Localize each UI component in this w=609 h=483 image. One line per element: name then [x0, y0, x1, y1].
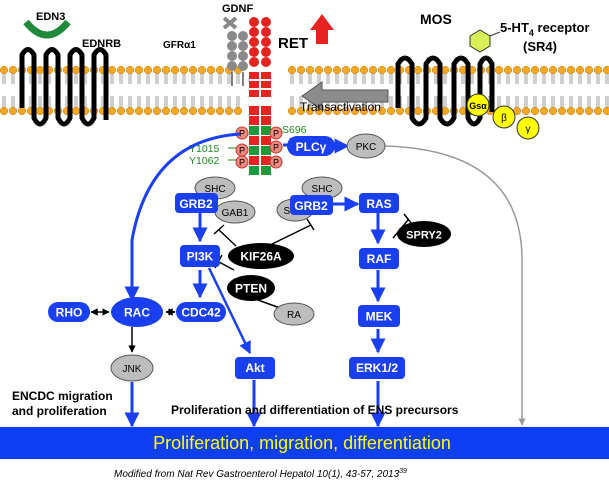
svg-text:γ: γ — [526, 124, 531, 135]
svg-text:SHC: SHC — [311, 184, 332, 195]
edn3-label: EDN3 — [36, 11, 65, 23]
up-arrow-icon — [310, 14, 334, 44]
gfra1-label: GFRα1 — [163, 40, 196, 51]
ednrb-receptor — [19, 47, 109, 127]
svg-text:GRB2: GRB2 — [294, 199, 328, 213]
node-akt: Akt — [235, 357, 275, 379]
s696-label: S696 — [282, 124, 307, 136]
svg-text:MEK: MEK — [366, 310, 393, 324]
node-erk12: ERK1/2 — [349, 357, 405, 379]
transactivation-arrow-icon — [301, 81, 389, 111]
gdnf-ligand — [222, 16, 238, 30]
receptor-sr4-label: (SR4) — [523, 39, 557, 54]
node-raf: RAF — [359, 248, 399, 269]
node-rac: RAC — [111, 297, 163, 327]
svg-text:KIF26A: KIF26A — [240, 250, 282, 264]
svg-text:ERK1/2: ERK1/2 — [356, 361, 398, 375]
g-alpha-subunit: Gsα — [466, 93, 490, 117]
node-ra: RA — [273, 302, 315, 326]
phospho-p-5: P — [235, 155, 249, 169]
node-cdc42: CDC42 — [176, 302, 226, 322]
node-gab1: GAB1 — [214, 200, 256, 224]
svg-text:P: P — [273, 143, 279, 153]
y1015-label: Y1015 — [189, 143, 220, 155]
ret-receptor — [249, 17, 271, 175]
encdc-label-line1: ENCDC migration — [12, 389, 113, 403]
g-beta-subunit: β — [492, 105, 516, 129]
svg-text:Akt: Akt — [245, 361, 264, 375]
outcome-banner — [0, 427, 609, 459]
encdc-label-line2: and proliferation — [12, 404, 107, 418]
node-mek: MEK — [358, 305, 400, 327]
node-jnk: JNK — [110, 354, 154, 382]
node-pi3k: PI3K — [180, 245, 220, 267]
svg-text:P: P — [239, 129, 245, 139]
node-kif26a: KIF26A — [228, 243, 294, 269]
svg-text:P: P — [239, 146, 245, 156]
svg-text:P: P — [273, 158, 279, 168]
node-pten: PTEN — [227, 275, 275, 301]
ret-label: RET — [278, 35, 308, 52]
gdnf-label: GDNF — [222, 3, 253, 15]
svg-text:PI3K: PI3K — [187, 250, 214, 264]
svg-text:RA: RA — [287, 310, 301, 321]
phospho-p-4: P — [269, 140, 283, 154]
svg-text:RAF: RAF — [367, 252, 392, 266]
gfra1-coreceptor — [227, 31, 248, 86]
svg-text:PTEN: PTEN — [235, 282, 267, 296]
svg-text:SPRY2: SPRY2 — [406, 230, 442, 242]
node-plcg: PLCγ — [287, 136, 335, 156]
svg-text:P: P — [273, 129, 279, 139]
phospho-p-3: P — [235, 143, 249, 157]
ens-precursors-label: Proliferation and differentiation of ENS… — [171, 403, 459, 417]
node-grb2-2: GRB2 — [290, 195, 333, 215]
svg-text:GRB2: GRB2 — [179, 197, 213, 211]
transactivation-label: Transactivation — [300, 100, 381, 114]
node-grb2-1: GRB2 — [175, 193, 218, 213]
svg-text:CDC42: CDC42 — [181, 306, 221, 320]
g-gamma-subunit: γ — [516, 116, 540, 140]
node-rho: RHO — [48, 302, 90, 322]
svg-text:GAB1: GAB1 — [222, 208, 249, 219]
y1062-label: Y1062 — [189, 155, 220, 167]
node-pkc: PKC — [346, 133, 386, 159]
svg-text:JNK: JNK — [123, 364, 142, 375]
connector-lines — [90, 132, 526, 428]
svg-text:SHC: SHC — [204, 184, 225, 195]
svg-text:RHO: RHO — [56, 306, 83, 320]
svg-text:RAC: RAC — [124, 306, 150, 320]
phospho-p-6: P — [269, 155, 283, 169]
edn3-ligand — [23, 19, 71, 39]
outcome-banner-text: Proliferation, migration, differentiatio… — [153, 433, 451, 453]
svg-text:PLCγ: PLCγ — [296, 140, 327, 154]
svg-text:β: β — [501, 113, 507, 124]
ednrb-label: EDNRB — [82, 38, 121, 50]
mos-label: MOS — [420, 11, 452, 27]
svg-text:RAS: RAS — [366, 197, 391, 211]
citation: Modified from Nat Rev Gastroenterol Hepa… — [114, 468, 407, 480]
svg-text:PKC: PKC — [356, 142, 377, 153]
node-spry2: SPRY2 — [397, 221, 451, 247]
receptor-label: 5-HT4 receptor — [500, 20, 590, 38]
svg-text:P: P — [239, 158, 245, 168]
5ht4-receptor — [395, 55, 495, 127]
node-ras: RAS — [359, 193, 399, 213]
phospho-p-2: P — [269, 126, 283, 140]
mos-molecule-icon — [469, 29, 501, 53]
svg-text:Gsα: Gsα — [469, 101, 487, 111]
